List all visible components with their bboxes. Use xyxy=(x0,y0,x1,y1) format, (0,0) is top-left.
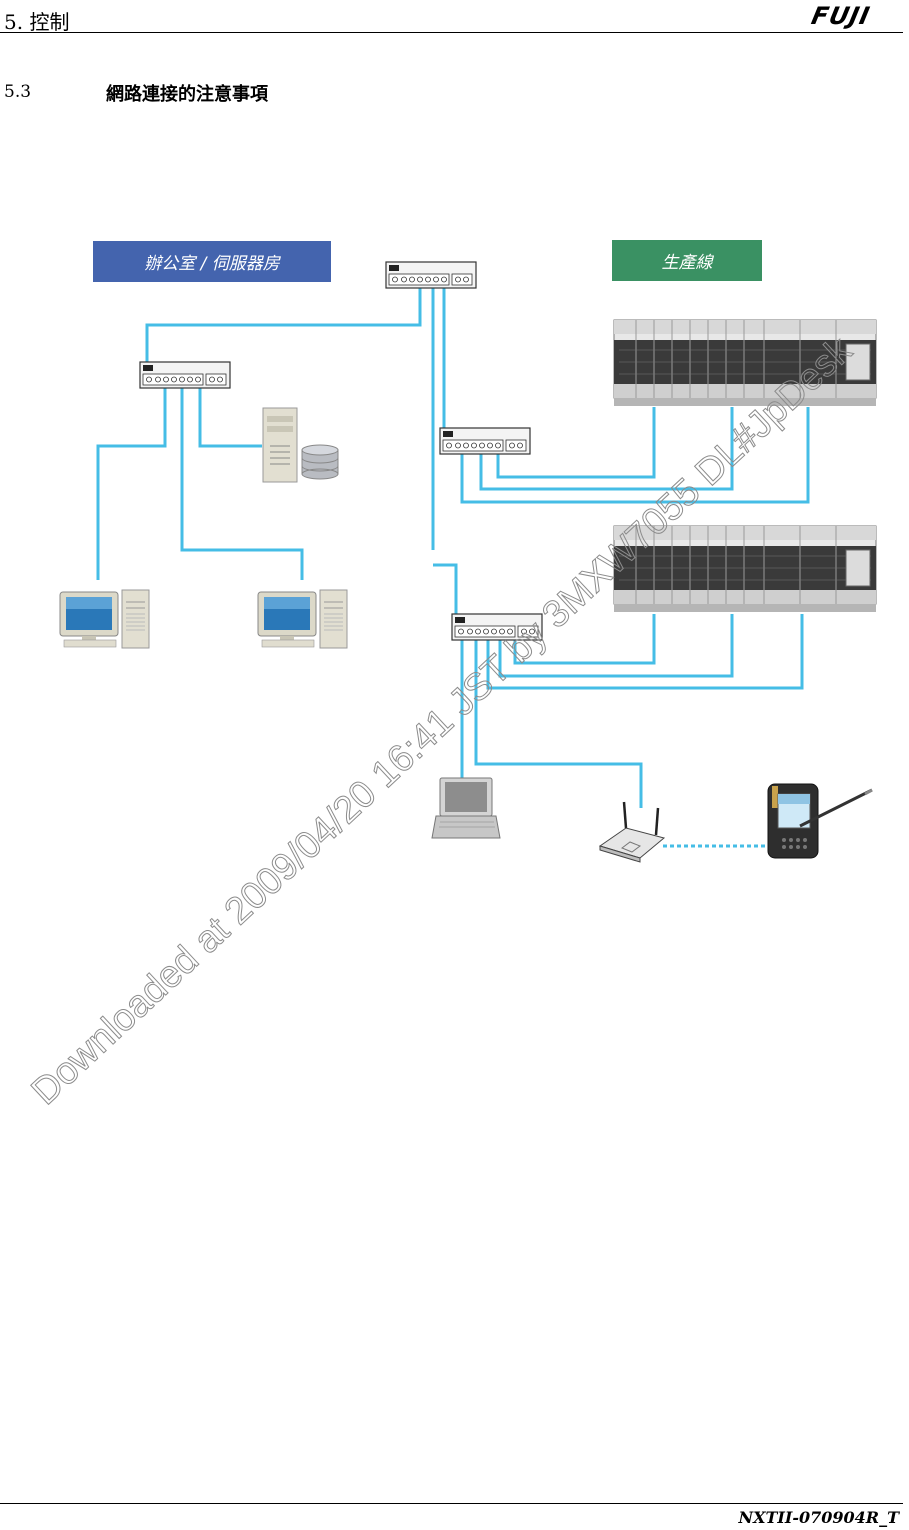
placement-machine-icon xyxy=(614,320,876,406)
footer-rule xyxy=(0,1503,903,1504)
server-icon xyxy=(263,408,297,482)
wireless-router-icon xyxy=(600,802,664,862)
network-switch-icon xyxy=(140,362,230,388)
production-line-label: 生產線 xyxy=(612,240,762,281)
placement-machine-icon xyxy=(614,526,876,612)
laptop-icon xyxy=(432,778,500,838)
handheld-terminal-icon xyxy=(768,784,872,858)
desktop-pc-icon xyxy=(60,590,149,648)
network-switch-icon xyxy=(386,262,476,288)
network-switch-icon xyxy=(440,428,530,454)
network-switch-icon xyxy=(452,614,542,640)
database-icon xyxy=(302,445,338,479)
office-server-room-label: 辦公室 / 伺服器房 xyxy=(93,241,331,282)
desktop-pc-icon xyxy=(258,590,347,648)
document-id: NXTII-070904R_T xyxy=(738,1508,899,1527)
